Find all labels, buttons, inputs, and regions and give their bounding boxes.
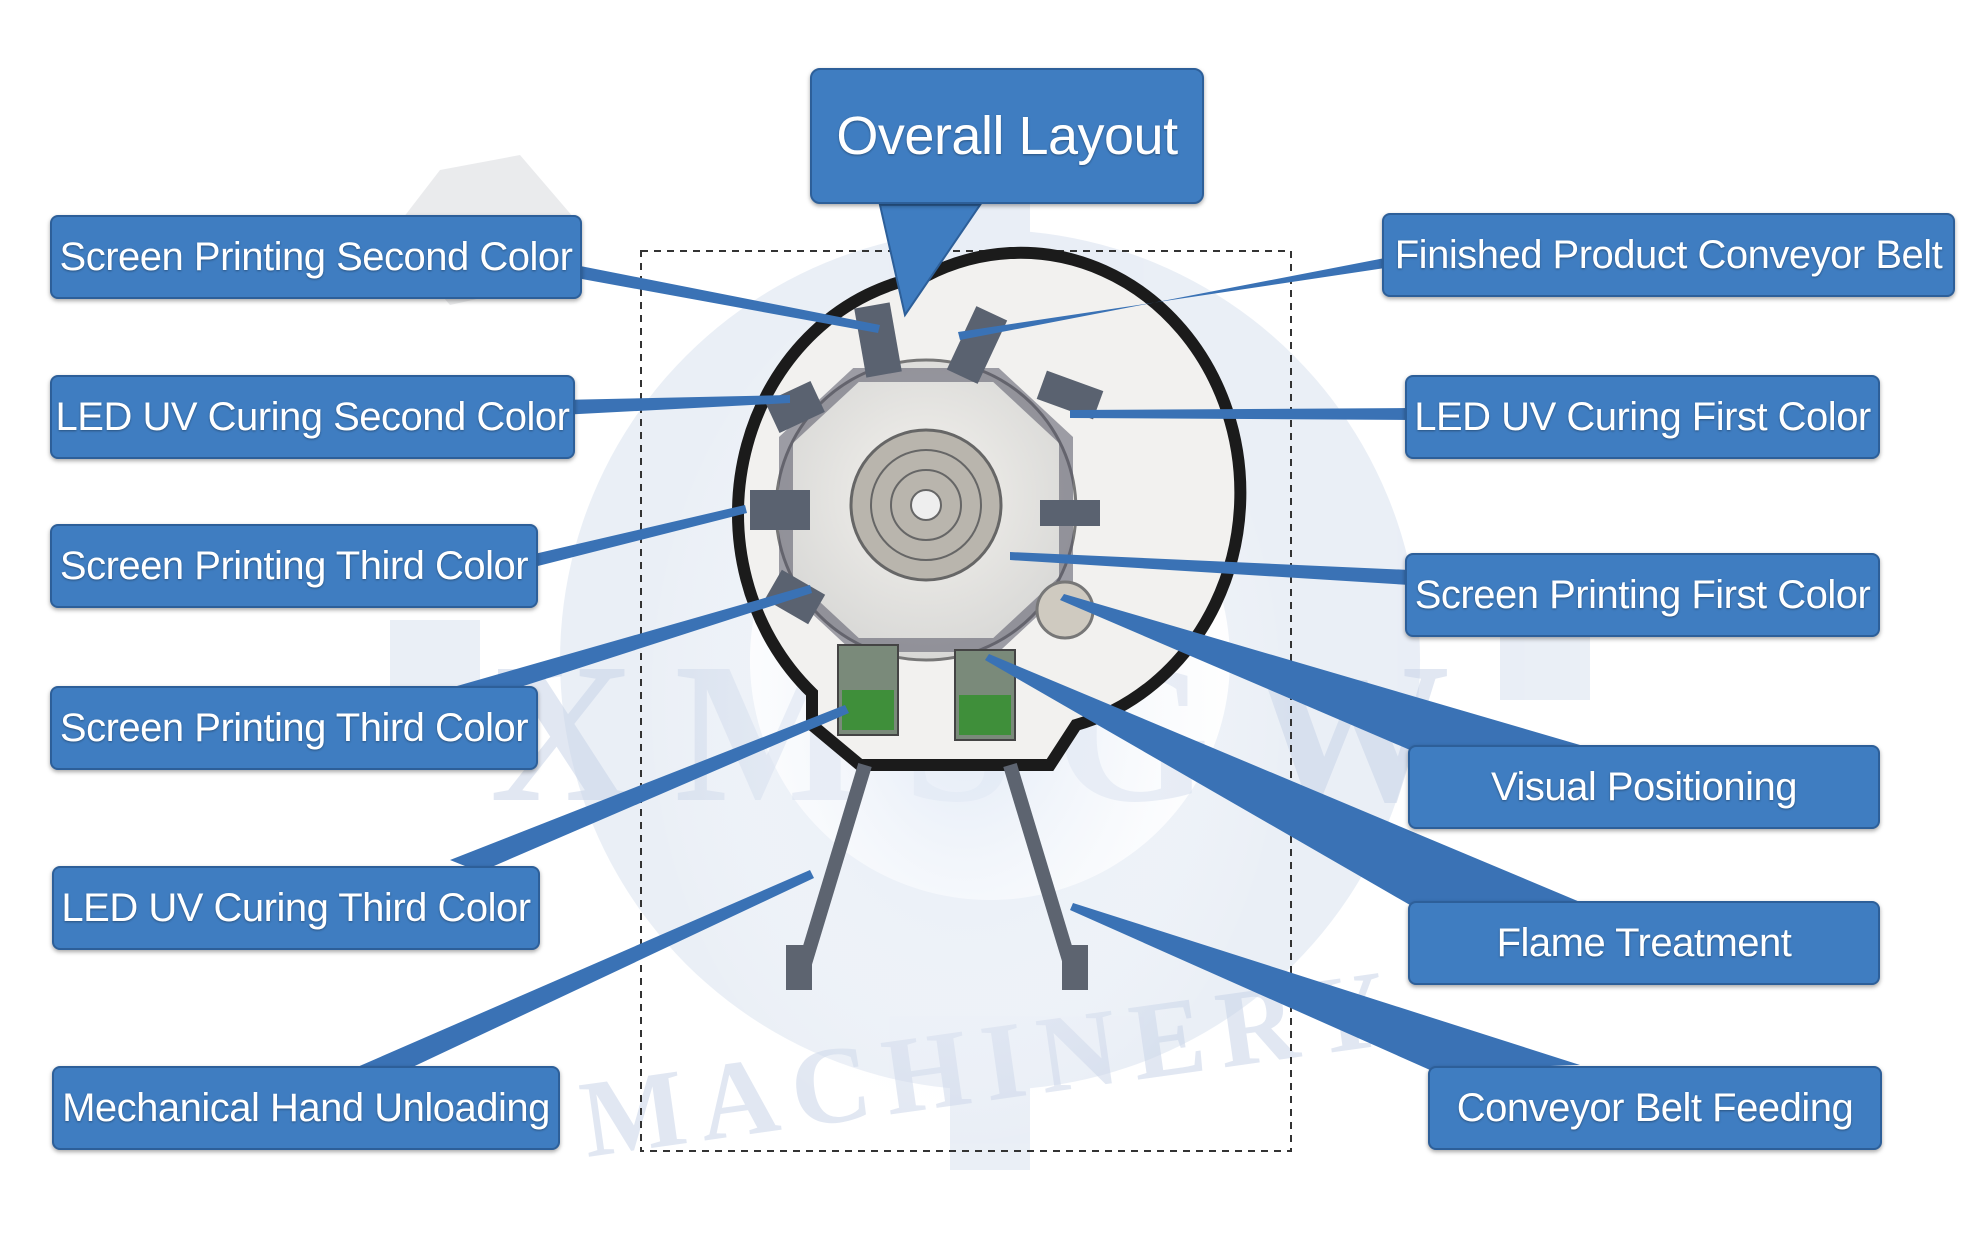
label-conveyor-belt-feeding: Conveyor Belt Feeding	[1428, 1066, 1882, 1150]
page-title: Overall Layout	[810, 68, 1204, 204]
label-screen-printing-third-color-1: Screen Printing Third Color	[50, 524, 538, 608]
label-flame-treatment: Flame Treatment	[1408, 901, 1880, 985]
leader-lines	[355, 258, 1580, 1080]
label-finished-product-conveyor-belt: Finished Product Conveyor Belt	[1382, 213, 1955, 297]
label-screen-printing-third-color-2: Screen Printing Third Color	[50, 686, 538, 770]
label-screen-printing-first-color: Screen Printing First Color	[1405, 553, 1880, 637]
label-led-uv-curing-second-color: LED UV Curing Second Color	[50, 375, 575, 459]
label-led-uv-curing-first-color: LED UV Curing First Color	[1405, 375, 1880, 459]
label-screen-printing-second-color: Screen Printing Second Color	[50, 215, 582, 299]
title-pointer	[878, 204, 982, 318]
label-led-uv-curing-third-color: LED UV Curing Third Color	[52, 866, 540, 950]
label-mechanical-hand-unloading: Mechanical Hand Unloading	[52, 1066, 560, 1150]
label-visual-positioning: Visual Positioning	[1408, 745, 1880, 829]
machine-top-view	[731, 246, 1247, 990]
